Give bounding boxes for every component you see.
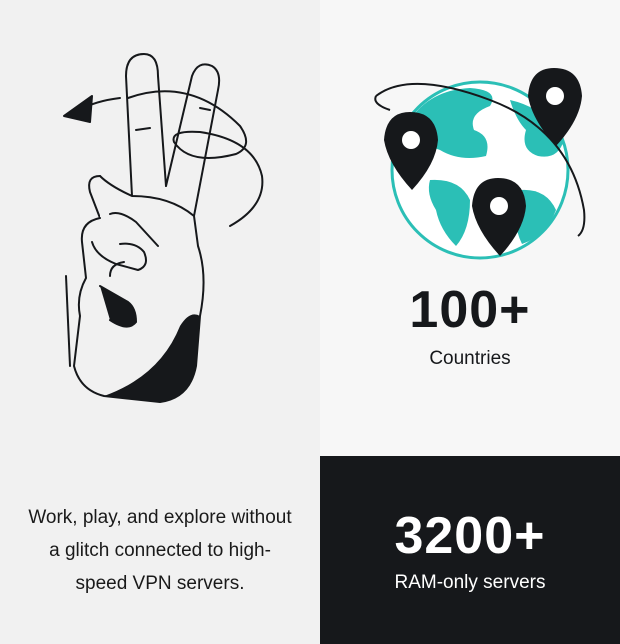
countries-label: Countries — [429, 348, 511, 369]
tagline-text: Work, play, and explore without a glitch… — [28, 506, 292, 594]
servers-stat-panel: 3200+ RAM-only servers — [320, 456, 620, 644]
hand-illustration-panel — [0, 0, 320, 456]
globe-with-location-pins-icon — [374, 68, 586, 260]
peace-sign-hand-icon — [63, 53, 264, 403]
countries-stat-panel: 100+ Countries — [320, 0, 620, 456]
countries-count: 100+ — [409, 281, 531, 339]
servers-label: RAM-only servers — [394, 572, 546, 593]
servers-count: 3200+ — [394, 507, 546, 565]
location-pin-icon — [384, 112, 438, 190]
location-pin-icon — [472, 178, 526, 256]
location-pin-icon — [528, 68, 582, 146]
tagline-panel: Work, play, and explore without a glitch… — [0, 456, 320, 644]
